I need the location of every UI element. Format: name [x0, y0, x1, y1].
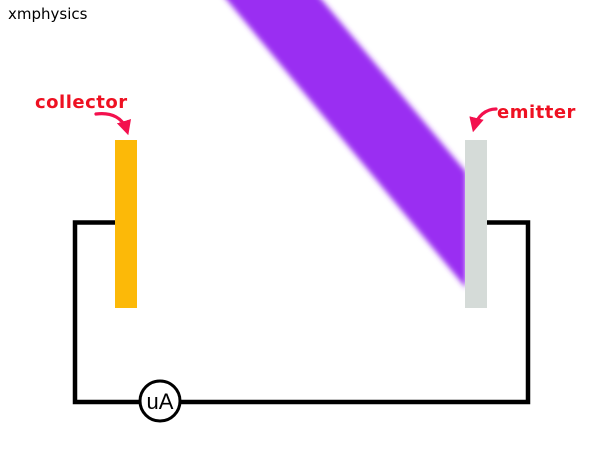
emitter-arrow-icon: [469, 107, 498, 133]
collector-label: collector: [35, 92, 128, 113]
emitter-label: emitter: [497, 102, 576, 123]
microammeter-label: uA: [147, 389, 174, 414]
light-beam-icon: [226, 0, 466, 288]
emitter-plate: [465, 140, 487, 308]
collector-arrow-icon: [94, 112, 131, 136]
microammeter: [138, 379, 182, 423]
watermark-text: xmphysics: [8, 5, 88, 23]
circuit-wire: [72, 220, 531, 405]
collector-plate: [115, 140, 137, 308]
